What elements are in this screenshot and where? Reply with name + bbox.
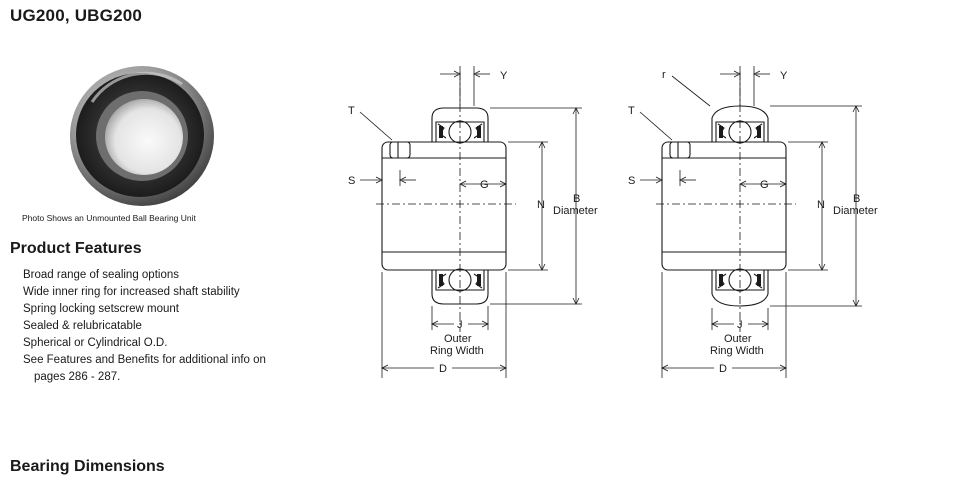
feature-item: Wide inner ring for increased shaft stab… <box>23 286 240 298</box>
cross-section-drawing-ug200: Y T S G N B Diameter J Outer Ring Width … <box>348 66 598 378</box>
label-n: N <box>817 199 825 211</box>
label-s: S <box>348 175 355 187</box>
feature-item: Spherical or Cylindrical O.D. <box>23 337 168 349</box>
page-title: UG200, UBG200 <box>10 6 143 25</box>
label-y: Y <box>500 70 508 82</box>
dimensions-heading: Bearing Dimensions <box>10 458 165 475</box>
label-outer: Outer <box>444 333 472 345</box>
feature-item: See Features and Benefits for additional… <box>23 352 283 386</box>
bearing-photo <box>70 66 214 206</box>
label-b: B <box>853 193 860 205</box>
label-j: J <box>737 319 743 331</box>
feature-item: Spring locking setscrew mount <box>23 303 179 315</box>
feature-item: Broad range of sealing options <box>23 269 179 281</box>
label-b-diameter: Diameter <box>833 205 878 217</box>
photo-caption: Photo Shows an Unmounted Ball Bearing Un… <box>22 213 196 223</box>
label-b-diameter: Diameter <box>553 205 598 217</box>
label-t: T <box>628 105 635 117</box>
label-d: D <box>439 363 447 375</box>
label-g: G <box>480 179 489 191</box>
features-heading: Product Features <box>10 240 142 257</box>
feature-item-line: See Features and Benefits for additional… <box>23 354 266 366</box>
label-r: r <box>662 69 666 81</box>
label-n: N <box>537 199 545 211</box>
label-ring-width: Ring Width <box>710 345 764 357</box>
feature-item-line: pages 286 - 287. <box>34 371 121 383</box>
label-ring-width: Ring Width <box>430 345 484 357</box>
cross-section-drawing-ubg200: r Y T S G N B Diameter J Outer Ring Widt… <box>628 66 878 378</box>
features-list: Broad range of sealing options Wide inne… <box>23 267 283 386</box>
label-d: D <box>719 363 727 375</box>
label-s: S <box>628 175 635 187</box>
label-j: J <box>457 319 463 331</box>
label-g: G <box>760 179 769 191</box>
label-b: B <box>573 193 580 205</box>
label-y: Y <box>780 70 788 82</box>
label-t: T <box>348 105 355 117</box>
label-outer: Outer <box>724 333 752 345</box>
feature-item: Sealed & relubricatable <box>23 320 142 332</box>
